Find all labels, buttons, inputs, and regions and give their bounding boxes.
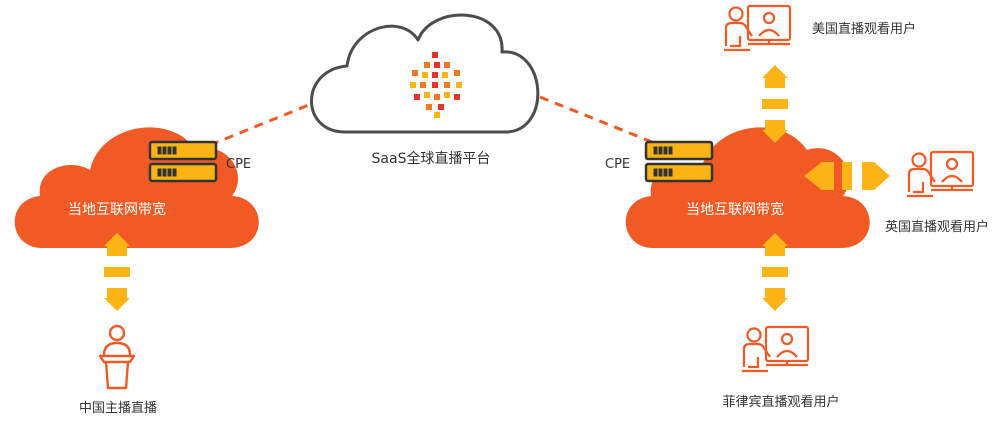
broadcaster-podium-icon (98, 324, 136, 390)
left-upstream-arrow (104, 233, 130, 311)
left-connection-line (209, 96, 327, 147)
right-cloud-label: 当地互联网带宽 (686, 202, 784, 218)
us-viewer-monitor-icon (722, 4, 792, 52)
ph-viewer-monitor-icon (740, 325, 810, 373)
right-local-cloud (625, 127, 870, 248)
left-cpe-label: CPE (226, 157, 252, 172)
us-downstream-arrow (762, 65, 788, 143)
right-cpe-server-icon (644, 140, 714, 183)
left-local-cloud (14, 127, 259, 248)
broadcaster-label: 中国主播直播 (78, 401, 158, 416)
uk-viewer-monitor-icon (905, 150, 975, 198)
platform-label: SaaS全球直播平台 (371, 151, 491, 167)
ph-downstream-arrow (762, 233, 788, 311)
left-cloud-label: 当地互联网带宽 (68, 202, 166, 218)
uk-downstream-arrow (804, 162, 890, 190)
uk-viewer-label: 英国直播观看用户 (885, 220, 990, 235)
ph-viewer-label: 菲律宾直播观看用户 (722, 395, 840, 410)
us-viewer-label: 美国直播观看用户 (812, 22, 917, 37)
right-cpe-label: CPE (605, 157, 631, 172)
right-connection-line (539, 95, 653, 144)
platform-logo-icon (410, 52, 462, 118)
